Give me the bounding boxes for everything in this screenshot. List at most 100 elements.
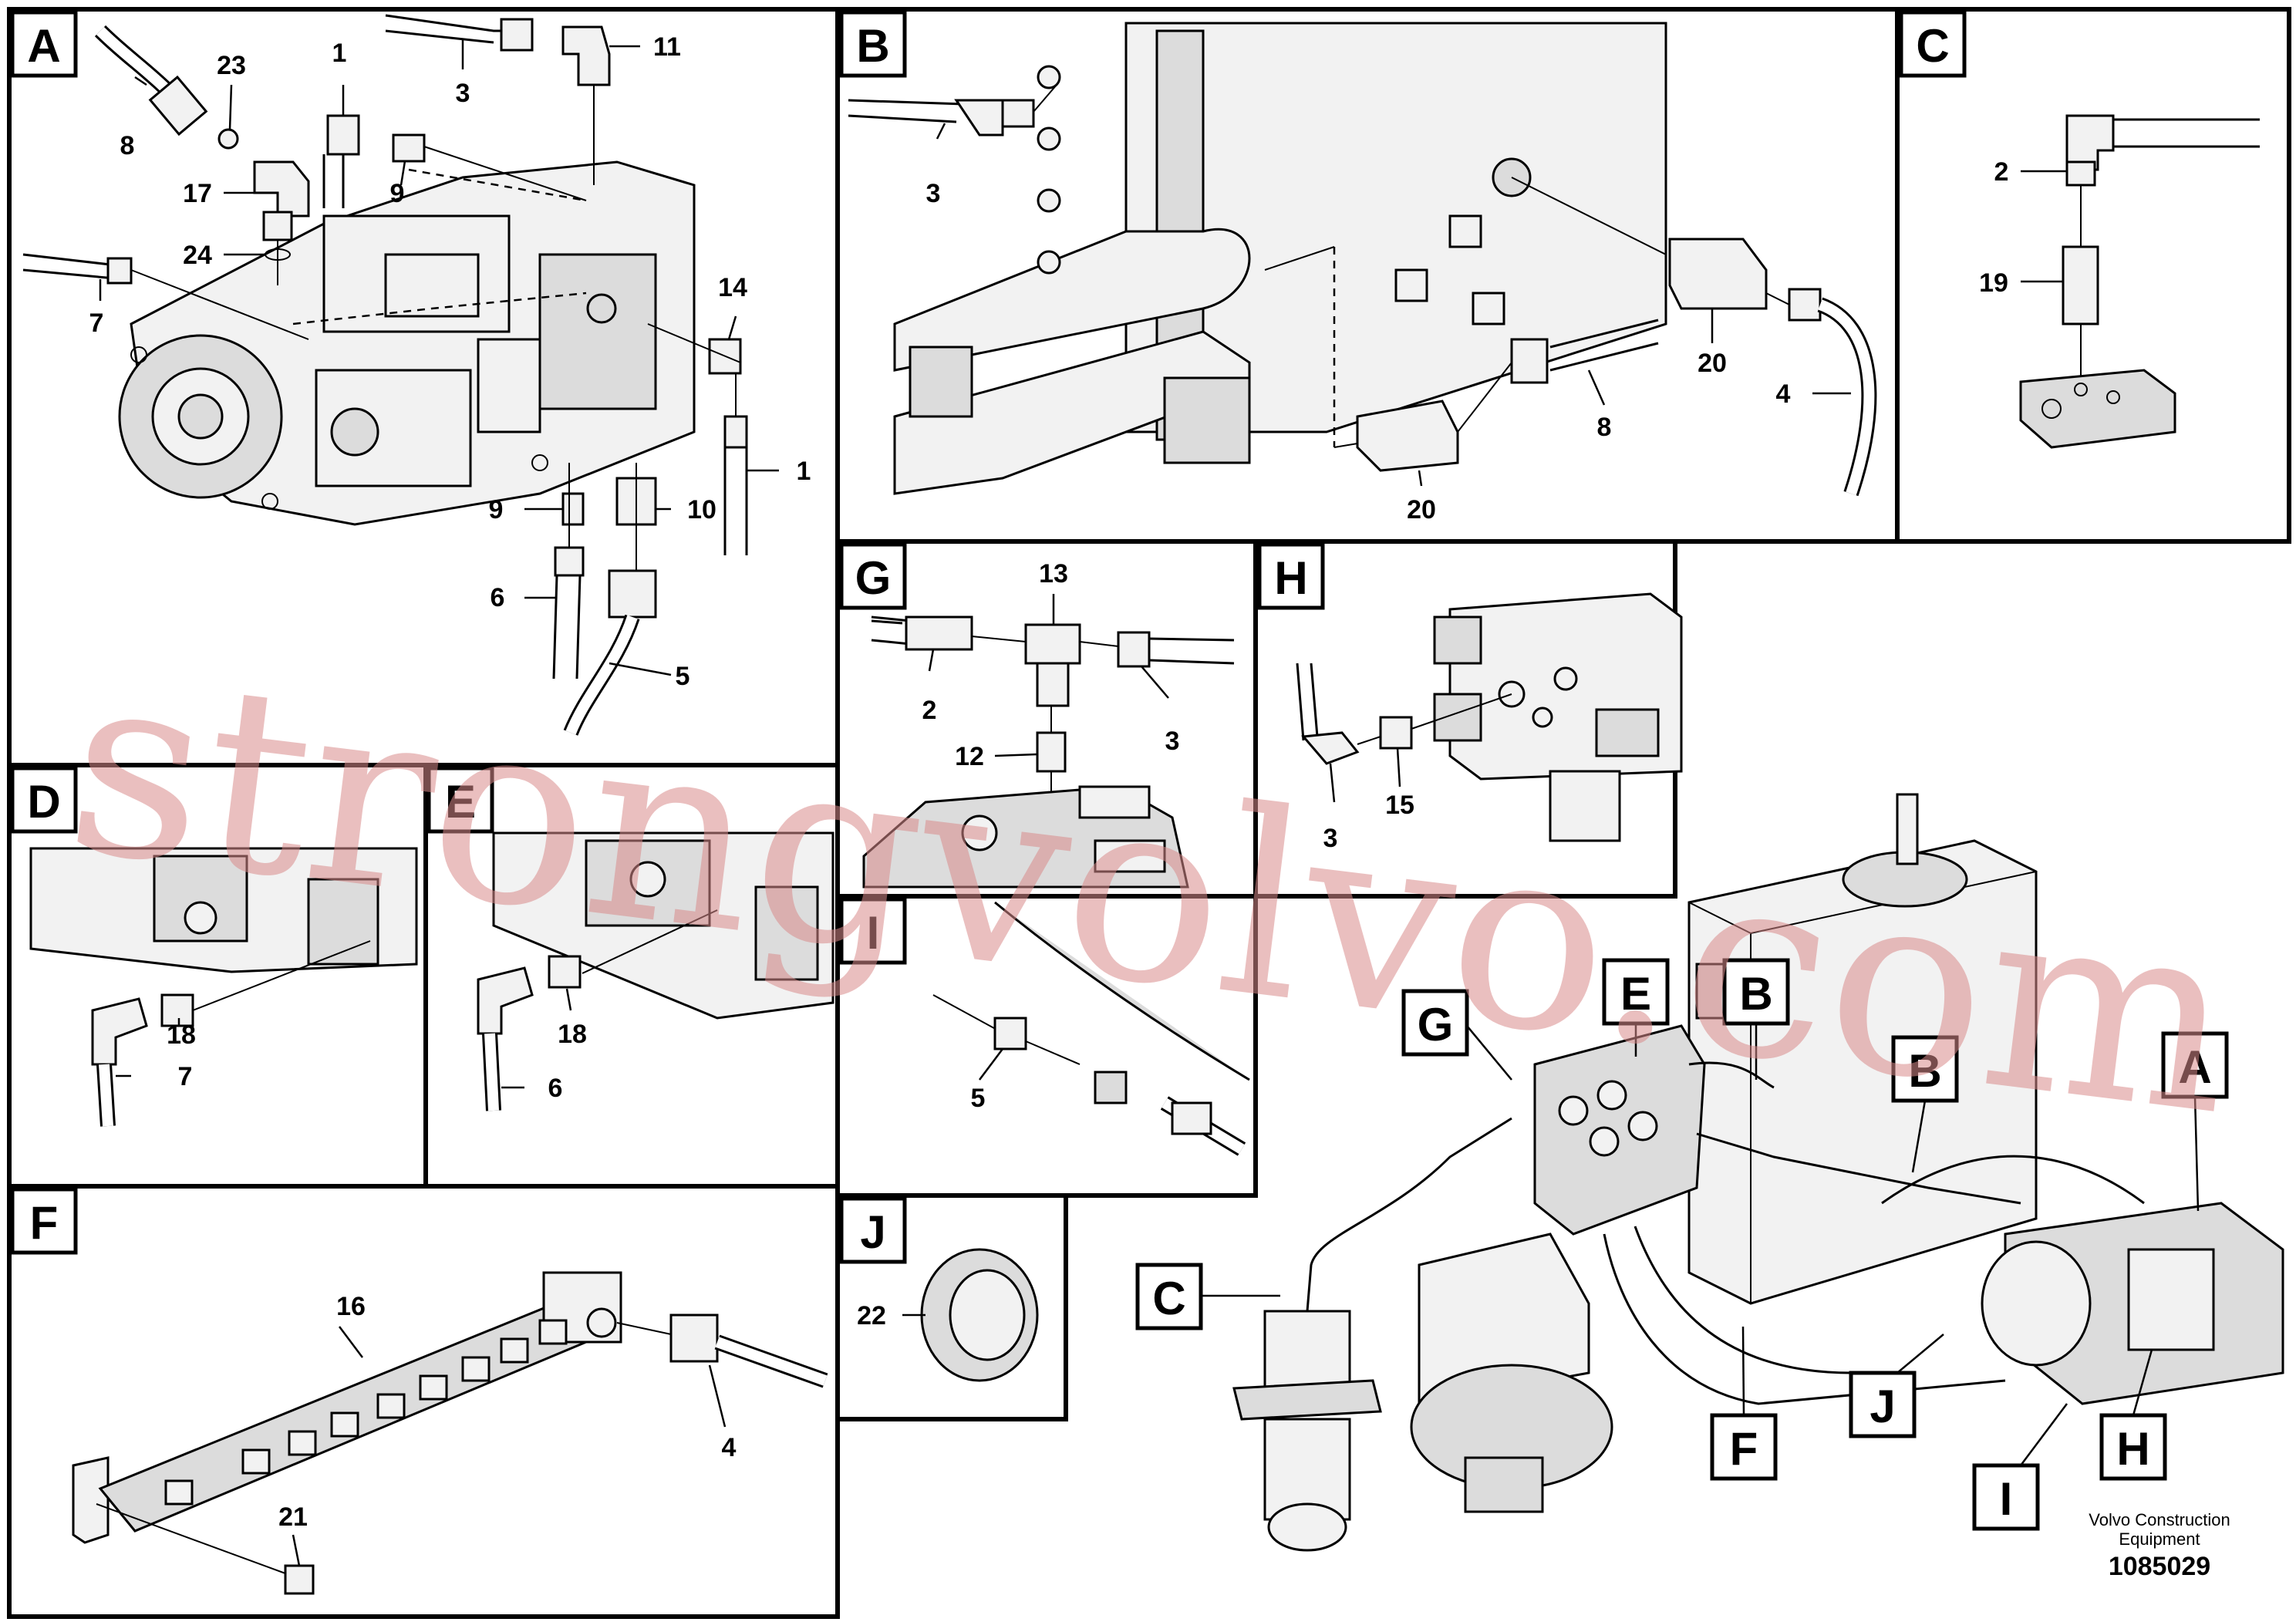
overview-label-b-right: B xyxy=(1908,1045,1941,1097)
panel-d: D 18 7 xyxy=(10,766,418,1127)
overview-label-g: G xyxy=(1418,999,1454,1050)
overview-label-c: C xyxy=(1152,1273,1185,1324)
panel-i: I 5 xyxy=(839,897,1250,1156)
panel-b-label: B xyxy=(856,20,889,72)
callout-e-6: 6 xyxy=(548,1074,563,1103)
panel-e-label: E xyxy=(445,776,476,828)
overview-tag-f xyxy=(1710,1413,1778,1481)
callout-b-20-left: 20 xyxy=(1407,495,1436,524)
overview-label-j: J xyxy=(1870,1381,1895,1432)
nipple-fittings-16 xyxy=(164,1319,568,1506)
panel-g-label: G xyxy=(855,552,892,604)
company-name-line1: Volvo Construction xyxy=(2089,1510,2230,1529)
panel-b: B 3 20 4 8 20 xyxy=(839,10,1877,524)
fitting-18-e xyxy=(548,955,582,989)
fitting-18-d xyxy=(160,993,194,1027)
adapter-19 xyxy=(2062,245,2099,325)
callout-a-23: 23 xyxy=(217,51,246,80)
callout-f-16: 16 xyxy=(336,1292,366,1321)
callout-b-8: 8 xyxy=(1597,413,1612,442)
panel-c-tag xyxy=(1899,10,1967,78)
elbow-3-h xyxy=(1300,731,1360,765)
callout-d-7: 7 xyxy=(178,1062,193,1091)
overview-label-f: F xyxy=(1730,1423,1758,1475)
hydraulic-tank xyxy=(1687,839,2038,1305)
callout-d-18: 18 xyxy=(167,1020,196,1050)
drawing-number: 1085029 xyxy=(2109,1552,2210,1581)
callout-a-24: 24 xyxy=(183,241,212,270)
callout-a-9-mid: 9 xyxy=(489,495,504,524)
fitting-12 xyxy=(1036,731,1067,773)
elbow-7-d xyxy=(91,997,148,1066)
callout-h-15: 15 xyxy=(1385,791,1414,820)
overview-tag-a xyxy=(2161,1031,2229,1099)
panel-b-callouts: 3 20 4 8 20 xyxy=(926,179,1791,524)
overview-tag-e xyxy=(1602,958,1670,1026)
callout-a-10: 10 xyxy=(687,495,716,524)
panel-h-tag xyxy=(1257,542,1325,610)
panel-f: F 16 4 21 xyxy=(10,1187,828,1595)
panel-c: C 2 19 xyxy=(1899,10,2260,449)
panel-g: G 13 2 3 12 xyxy=(839,542,1235,889)
elbow-17 xyxy=(253,160,310,218)
panel-j-label: J xyxy=(860,1206,885,1258)
flange-block-c xyxy=(2019,369,2176,449)
callout-g-3: 3 xyxy=(1165,727,1180,756)
panel-d-frame xyxy=(7,763,428,1189)
callout-b-4: 4 xyxy=(1776,379,1791,409)
overview-label-h: H xyxy=(2116,1423,2149,1475)
adapter-20-left xyxy=(1356,400,1459,472)
adapter-20-right xyxy=(1668,238,1768,310)
panel-j: J 22 xyxy=(839,1196,1039,1382)
callout-g-12: 12 xyxy=(955,742,984,771)
callout-j-22: 22 xyxy=(857,1301,886,1330)
overview-tag-i xyxy=(1972,1463,2040,1531)
overview-label-b-top: B xyxy=(1739,968,1772,1020)
callout-c-19: 19 xyxy=(1979,268,2008,298)
overview-labels: G E B B A C F J I xyxy=(1135,958,2229,1531)
company-name-line2: Equipment xyxy=(2119,1529,2200,1549)
title-block: Volvo Construction Equipment 1085029 xyxy=(2089,1510,2230,1581)
callout-h-3: 3 xyxy=(1323,824,1338,853)
callout-a-9-top: 9 xyxy=(390,179,405,208)
bolt-21 xyxy=(284,1564,315,1595)
panel-i-frame xyxy=(835,894,1258,1198)
panel-h: H 3 15 xyxy=(1257,542,1683,853)
panel-a: A 8 23 17 24 7 1 9 3 11 14 1 9 10 6 5 xyxy=(10,10,811,736)
tee-13 xyxy=(1024,623,1081,665)
panel-f-label: F xyxy=(30,1197,59,1249)
bracket-f-left xyxy=(72,1456,110,1544)
overview-label-a: A xyxy=(2178,1041,2211,1093)
overview-label-i: I xyxy=(2000,1473,2013,1525)
callout-g-13: 13 xyxy=(1039,559,1068,588)
panel-e-tag xyxy=(426,766,494,834)
panel-h-label: H xyxy=(1274,552,1307,604)
control-valve xyxy=(1533,1024,1706,1236)
elbow-6-e xyxy=(477,966,534,1035)
overview-tag-j xyxy=(1849,1371,1917,1438)
panel-b-tag xyxy=(839,10,907,78)
panel-a-label: A xyxy=(27,20,60,72)
tank-manifold-drawing xyxy=(893,22,1667,495)
callout-c-2: 2 xyxy=(1994,157,2009,187)
overview-tag-b-top xyxy=(1722,958,1790,1026)
panel-i-label: I xyxy=(867,907,880,959)
panel-a-callouts: 8 23 17 24 7 1 9 3 11 14 1 9 10 6 5 xyxy=(89,32,811,691)
overview-tag-c xyxy=(1135,1263,1203,1330)
elbow-1-top xyxy=(326,114,360,156)
callout-a-11: 11 xyxy=(653,32,681,62)
elbow-3-b xyxy=(954,99,1004,137)
oring-23 xyxy=(217,128,239,150)
nut-4-f xyxy=(669,1313,719,1363)
overview-label-e: E xyxy=(1620,968,1651,1020)
callout-a-1-top: 1 xyxy=(332,39,347,68)
fitting-5-i xyxy=(993,1017,1027,1050)
callout-f-4: 4 xyxy=(722,1433,737,1462)
callout-f-21: 21 xyxy=(278,1502,308,1532)
panel-j-tag xyxy=(839,1196,907,1264)
overview-tag-b-right xyxy=(1891,1035,1959,1103)
panel-e: E 18 6 xyxy=(426,766,834,1111)
callout-i-5: 5 xyxy=(971,1084,986,1113)
fitting-23-nut xyxy=(148,75,208,137)
